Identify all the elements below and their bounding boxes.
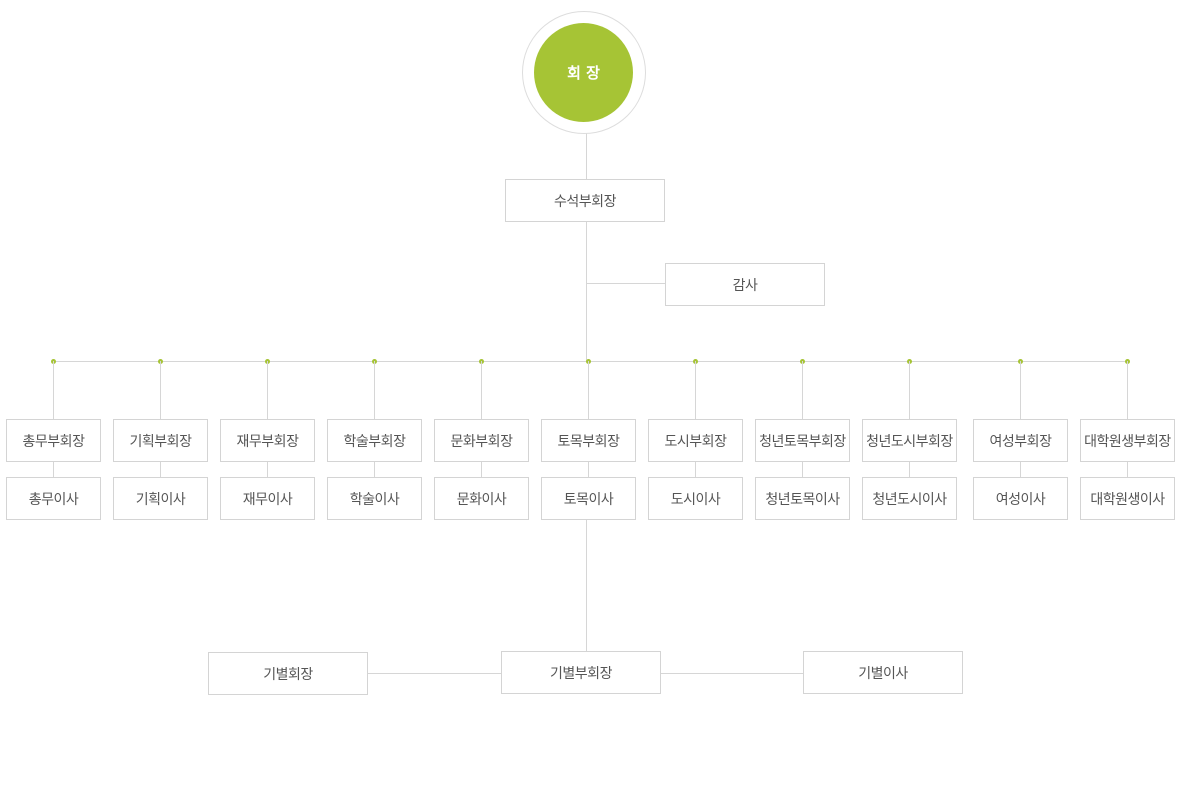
class-chair-box: 기별회장: [208, 652, 368, 695]
division-drop-line: [267, 361, 268, 419]
connector-to-class-units: [586, 519, 587, 652]
division-vice-box: 도시부회장: [648, 419, 743, 462]
division-inner-line: [1127, 462, 1128, 477]
division-director-box: 청년도시이사: [862, 477, 957, 520]
division-inner-line: [695, 462, 696, 477]
division-director-label: 청년도시이사: [872, 491, 947, 508]
division-director-box: 총무이사: [6, 477, 101, 520]
division-vice-box: 여성부회장: [973, 419, 1068, 462]
division-vice-label: 여성부회장: [989, 433, 1052, 450]
division-director-label: 총무이사: [28, 491, 79, 508]
division-inner-line: [53, 462, 54, 477]
division-vice-box: 기획부회장: [113, 419, 208, 462]
division-vice-label: 문화부회장: [450, 433, 513, 450]
division-drop-line: [588, 361, 589, 419]
division-vice-box: 대학원생부회장: [1080, 419, 1175, 462]
division-director-label: 여성이사: [995, 491, 1046, 508]
division-vice-label: 재무부회장: [236, 433, 299, 450]
division-drop-line: [1020, 361, 1021, 419]
division-vice-box: 총무부회장: [6, 419, 101, 462]
chairman-label: 회 장: [567, 64, 600, 82]
division-director-box: 기획이사: [113, 477, 208, 520]
division-director-box: 여성이사: [973, 477, 1068, 520]
division-vice-label: 학술부회장: [343, 433, 406, 450]
division-director-label: 재무이사: [242, 491, 293, 508]
division-director-label: 청년토목이사: [765, 491, 840, 508]
division-inner-line: [1020, 462, 1021, 477]
division-director-label: 기획이사: [135, 491, 186, 508]
division-vice-label: 청년도시부회장: [866, 433, 953, 450]
chairman-node: 회 장: [534, 23, 633, 122]
senior-vice-chairman-label: 수석부회장: [554, 193, 616, 210]
division-inner-line: [267, 462, 268, 477]
division-director-label: 학술이사: [349, 491, 400, 508]
division-director-box: 도시이사: [648, 477, 743, 520]
division-vice-box: 문화부회장: [434, 419, 529, 462]
connector-class-director: [660, 673, 804, 674]
division-vice-label: 도시부회장: [664, 433, 727, 450]
division-vice-label: 기획부회장: [129, 433, 192, 450]
auditor-box: 감사: [665, 263, 825, 306]
division-vice-label: 청년토목부회장: [759, 433, 846, 450]
division-director-box: 재무이사: [220, 477, 315, 520]
division-drop-line: [695, 361, 696, 419]
division-bus-line: [53, 361, 1129, 362]
division-director-label: 도시이사: [670, 491, 721, 508]
class-director-label: 기별이사: [858, 665, 908, 682]
division-drop-line: [160, 361, 161, 419]
division-vice-box: 재무부회장: [220, 419, 315, 462]
division-vice-box: 청년도시부회장: [862, 419, 957, 462]
division-drop-line: [481, 361, 482, 419]
class-vice-label: 기별부회장: [550, 665, 612, 682]
division-drop-line: [374, 361, 375, 419]
division-inner-line: [588, 462, 589, 477]
connector-senior-to-bus: [586, 221, 587, 362]
class-vice-box: 기별부회장: [501, 651, 661, 694]
division-drop-line: [802, 361, 803, 419]
class-director-box: 기별이사: [803, 651, 963, 694]
division-inner-line: [481, 462, 482, 477]
division-inner-line: [802, 462, 803, 477]
division-vice-label: 총무부회장: [22, 433, 85, 450]
division-vice-label: 대학원생부회장: [1084, 433, 1171, 450]
division-drop-line: [53, 361, 54, 419]
division-vice-box: 학술부회장: [327, 419, 422, 462]
division-drop-line: [1127, 361, 1128, 419]
division-director-box: 문화이사: [434, 477, 529, 520]
division-director-label: 대학원생이사: [1090, 491, 1165, 508]
division-director-label: 토목이사: [563, 491, 614, 508]
auditor-label: 감사: [732, 277, 758, 294]
division-director-box: 토목이사: [541, 477, 636, 520]
division-vice-box: 토목부회장: [541, 419, 636, 462]
division-director-box: 대학원생이사: [1080, 477, 1175, 520]
division-inner-line: [160, 462, 161, 477]
division-inner-line: [909, 462, 910, 477]
division-director-box: 학술이사: [327, 477, 422, 520]
division-vice-label: 토목부회장: [557, 433, 620, 450]
connector-class-chair: [367, 673, 502, 674]
division-director-box: 청년토목이사: [755, 477, 850, 520]
senior-vice-chairman-box: 수석부회장: [505, 179, 665, 222]
division-inner-line: [374, 462, 375, 477]
connector-chairman-to-senior: [586, 133, 587, 180]
division-vice-box: 청년토목부회장: [755, 419, 850, 462]
division-drop-line: [909, 361, 910, 419]
connector-auditor: [586, 283, 666, 284]
division-director-label: 문화이사: [456, 491, 507, 508]
class-chair-label: 기별회장: [263, 666, 313, 683]
